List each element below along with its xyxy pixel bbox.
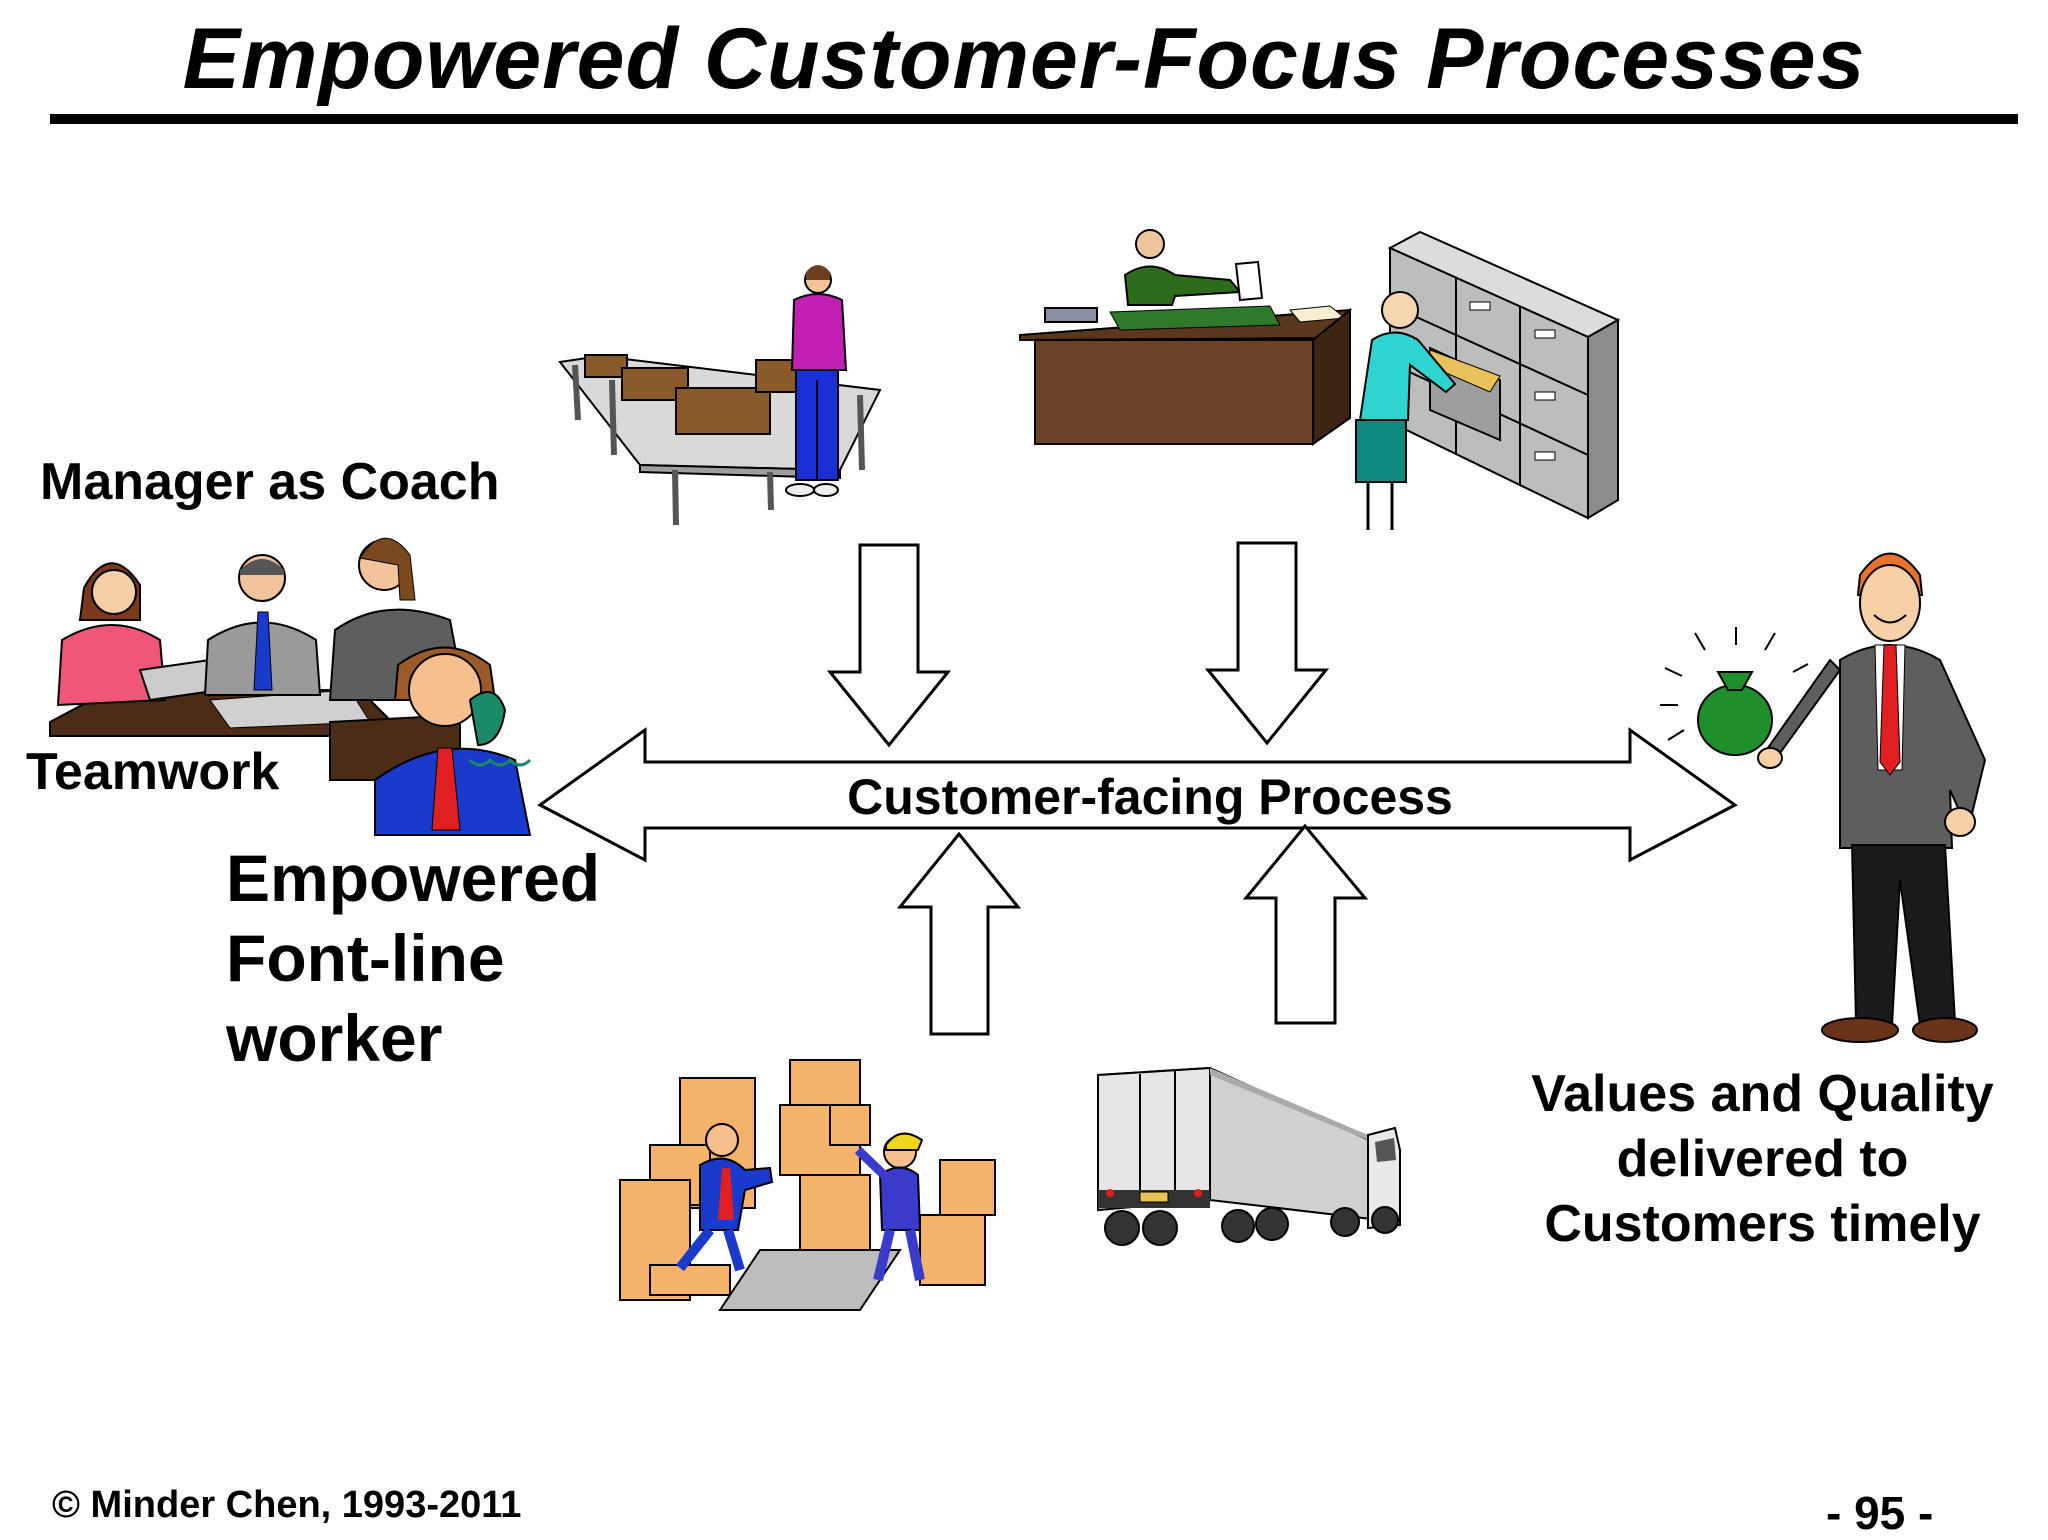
values-label-line-3: Customers timely: [1544, 1195, 1981, 1253]
down-arrow-right: [1204, 541, 1330, 746]
up-arrow-right: [1242, 823, 1369, 1025]
title-underline: [50, 114, 2018, 124]
down-arrow-left: [826, 543, 952, 748]
phone-worker-illustration: [329, 646, 532, 836]
up-arrow-left: [896, 831, 1022, 1036]
office-desk-illustration: [1019, 229, 1353, 446]
values-label-line-2: delivered to: [1616, 1130, 1909, 1188]
worker-label-line-1: Empowered: [226, 841, 601, 915]
empowered-worker-label: Empowered Font-line worker: [226, 838, 600, 1078]
customer-facing-process-label: Customer-facing Process: [847, 769, 1453, 825]
teamwork-label: Teamwork: [26, 743, 280, 801]
team-meeting-illustration: [49, 537, 467, 737]
filing-cabinet-illustration: [1355, 230, 1621, 530]
worker-label-line-3: worker: [226, 1001, 443, 1075]
central-double-arrow: [537, 727, 1738, 863]
slide-title: Empowered Customer-Focus Processes: [182, 11, 1866, 107]
warehouse-illustration: [619, 1059, 996, 1311]
values-label-line-1: Values and Quality: [1531, 1065, 1994, 1123]
manager-as-coach-label: Manager as Coach: [40, 453, 500, 511]
values-quality-label: Values and Quality delivered to Customer…: [1495, 1062, 2030, 1257]
copyright-footer: © Minder Chen, 1993-2011: [52, 1484, 522, 1526]
page-number: - 95 -: [1826, 1487, 1934, 1539]
assembly-line-illustration: [558, 265, 882, 526]
worker-label-line-2: Font-line: [226, 921, 505, 995]
truck-illustration: [1097, 1066, 1401, 1246]
businessman-with-money-bag-illustration: [1660, 552, 1987, 1043]
